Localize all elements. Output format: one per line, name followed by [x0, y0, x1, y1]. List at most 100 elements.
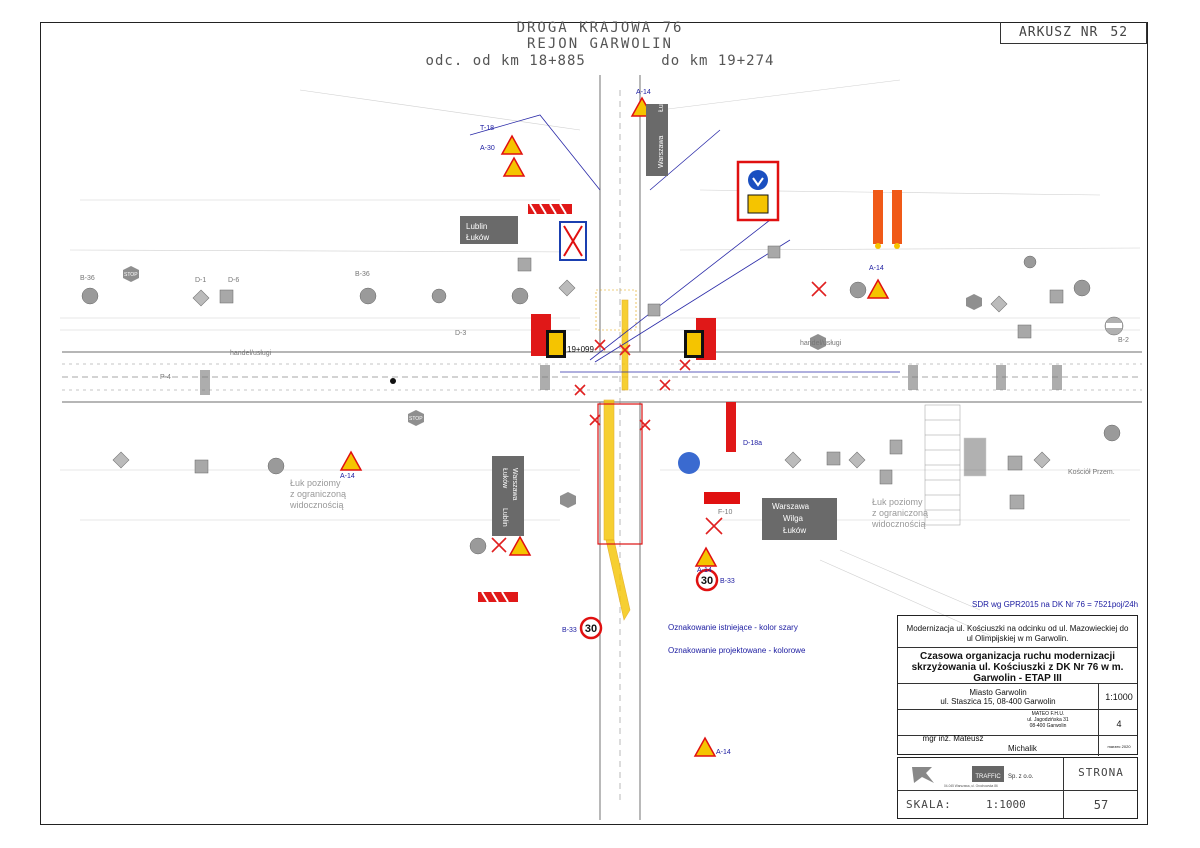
pedestrian-crossing-sign-icon	[219, 289, 234, 304]
no-stopping-sign-icon	[359, 287, 377, 305]
sheet-label: ARKUSZ NR	[1018, 25, 1099, 40]
detour-lines	[469, 114, 900, 373]
speed-limit-sign-icon	[579, 616, 603, 640]
sign-code: F-10	[718, 509, 733, 516]
sign-code: B-36	[80, 275, 95, 282]
pedestrian-crossing-sign-icon	[826, 451, 841, 466]
km-chainage: 19+099	[567, 345, 594, 354]
speed-limit-signs	[579, 568, 719, 640]
stop-sign-icon	[966, 294, 982, 310]
parking-signs	[879, 439, 1025, 510]
priority-road-sign-icon	[1033, 451, 1051, 469]
stop-sign-icon	[408, 410, 424, 426]
sign-code: D-18a	[743, 440, 762, 447]
direction-text: Łuków	[466, 233, 489, 242]
curve-note: widocznością	[871, 519, 926, 529]
direction-text: Łuków	[501, 468, 508, 489]
pedestrian-crossing-signs	[194, 245, 1064, 474]
designer-title: mgr inż. Mateusz	[922, 734, 984, 743]
roadworks-warning-icon	[693, 736, 717, 757]
main-road	[62, 351, 1142, 403]
direction-text: Łuków	[783, 526, 806, 535]
stop-sign-icon	[560, 492, 576, 508]
sign-code: D-6	[228, 277, 239, 284]
section-from: odc. od km 18+885	[425, 53, 586, 69]
page-number: 57	[1093, 798, 1109, 812]
pedestrian-crossing-sign-icon	[1017, 324, 1032, 339]
traffic-logo-box	[972, 766, 1004, 782]
sign-code: B-33	[720, 578, 735, 585]
work-area-outline	[597, 403, 643, 545]
direction-sign-board	[492, 456, 524, 536]
no-stopping-sign-icon	[511, 287, 529, 305]
crosswalks	[200, 365, 1062, 395]
curve-note: z ograniczoną	[290, 489, 346, 499]
direction-text: Warszawa	[658, 135, 665, 168]
plot-use-label: handel/usługi	[800, 340, 842, 347]
drawing-number: 4	[1116, 719, 1122, 729]
traffic-lights-warning-icon	[500, 134, 524, 155]
bird-logo-icon	[912, 767, 934, 783]
removal-marks	[491, 281, 827, 553]
speed-limit-value: 30	[701, 575, 713, 587]
no-stopping-sign-icon	[81, 287, 99, 305]
investor-name: Miasto Garwolin	[969, 688, 1027, 697]
sign-code: P-4	[160, 374, 171, 381]
priority-road-sign-icon	[784, 451, 802, 469]
closed-road-plate	[704, 492, 740, 504]
direction-text: Łuków	[658, 91, 665, 112]
title-block: Modernizacja ul. Kościuszki na odcinku o…	[897, 615, 1138, 756]
designer-surname: Michalik	[1008, 744, 1037, 753]
section-to: do km 19+274	[661, 53, 775, 69]
direction-text: Warszawa	[772, 502, 810, 511]
sign-code: A-14	[340, 473, 355, 480]
roadworks-warning-icon	[339, 450, 363, 471]
parking-sign-icon	[889, 439, 903, 455]
company-label: Sp. z o.o.	[1008, 774, 1034, 780]
roadworks-warning-icon	[502, 156, 526, 177]
company-address: 04-045 Warszawa, ul. Grochowska 86	[944, 784, 998, 788]
barrier-boards	[478, 190, 902, 603]
pedestrian-crossing-sign-icon	[194, 459, 209, 474]
sheet-footer: TRAFFIC Sp. z o.o. 04-045 Warszawa, ul. …	[897, 757, 1138, 819]
logo-text: TRAFFIC	[975, 774, 1001, 780]
curve-note: z ograniczoną	[872, 508, 928, 518]
legend-existing: Oznakowanie istniejące - kolor szary	[668, 623, 798, 632]
km-marker-icon	[390, 378, 396, 384]
sheet-number-box: ARKUSZ NR 52	[1000, 22, 1147, 44]
sign-code: D-1	[195, 277, 206, 284]
curve-note: widocznością	[289, 500, 344, 510]
pedestrian-crossing-sign-icon	[767, 245, 781, 259]
curve-note: Łuk poziomy	[290, 478, 341, 488]
direction-signs	[460, 104, 837, 540]
sign-code: A-14	[697, 567, 712, 574]
direction-text: Wilga	[783, 514, 804, 523]
scale-value: 1:1000	[986, 798, 1026, 811]
sign-code: A-14	[869, 265, 884, 272]
roadworks-warning-icon	[508, 535, 532, 556]
no-stopping-sign-icon	[849, 281, 867, 299]
sign-code: A-30	[480, 145, 495, 152]
plot-use-label: handel/usługi	[230, 350, 272, 357]
roundabout-info-sign-icon	[678, 452, 700, 474]
sign-code: A-14	[716, 749, 731, 756]
speed-limit-sign-icon	[695, 568, 719, 592]
speed-limit-value: 30	[585, 623, 597, 635]
legend-designed: Oznakowanie projektowane - kolorowe	[668, 646, 806, 655]
drawing-sheet	[40, 22, 1148, 825]
stop-sign-icon	[123, 266, 139, 282]
no-stopping-sign-icon	[1073, 279, 1091, 297]
contractor-name: MATEO F.H.U.	[1031, 711, 1065, 717]
region-name: REJON GARWOLIN	[526, 36, 673, 52]
direction-sign-board	[646, 104, 668, 176]
direction-text: Lublin	[501, 508, 508, 527]
church-label: Kościół Przem.	[1068, 469, 1115, 476]
curve-note: Łuk poziomy	[872, 497, 923, 507]
arrow-boards	[546, 221, 704, 358]
sheet-number: 52	[1110, 25, 1129, 40]
stop-label: STOP	[124, 272, 138, 278]
sign-code: T-18	[480, 125, 494, 132]
project-name: Modernizacja ul. Kościuszki na odcinku o…	[906, 624, 1129, 643]
warning-signs	[339, 96, 890, 757]
sign-code: D-3	[455, 330, 466, 337]
